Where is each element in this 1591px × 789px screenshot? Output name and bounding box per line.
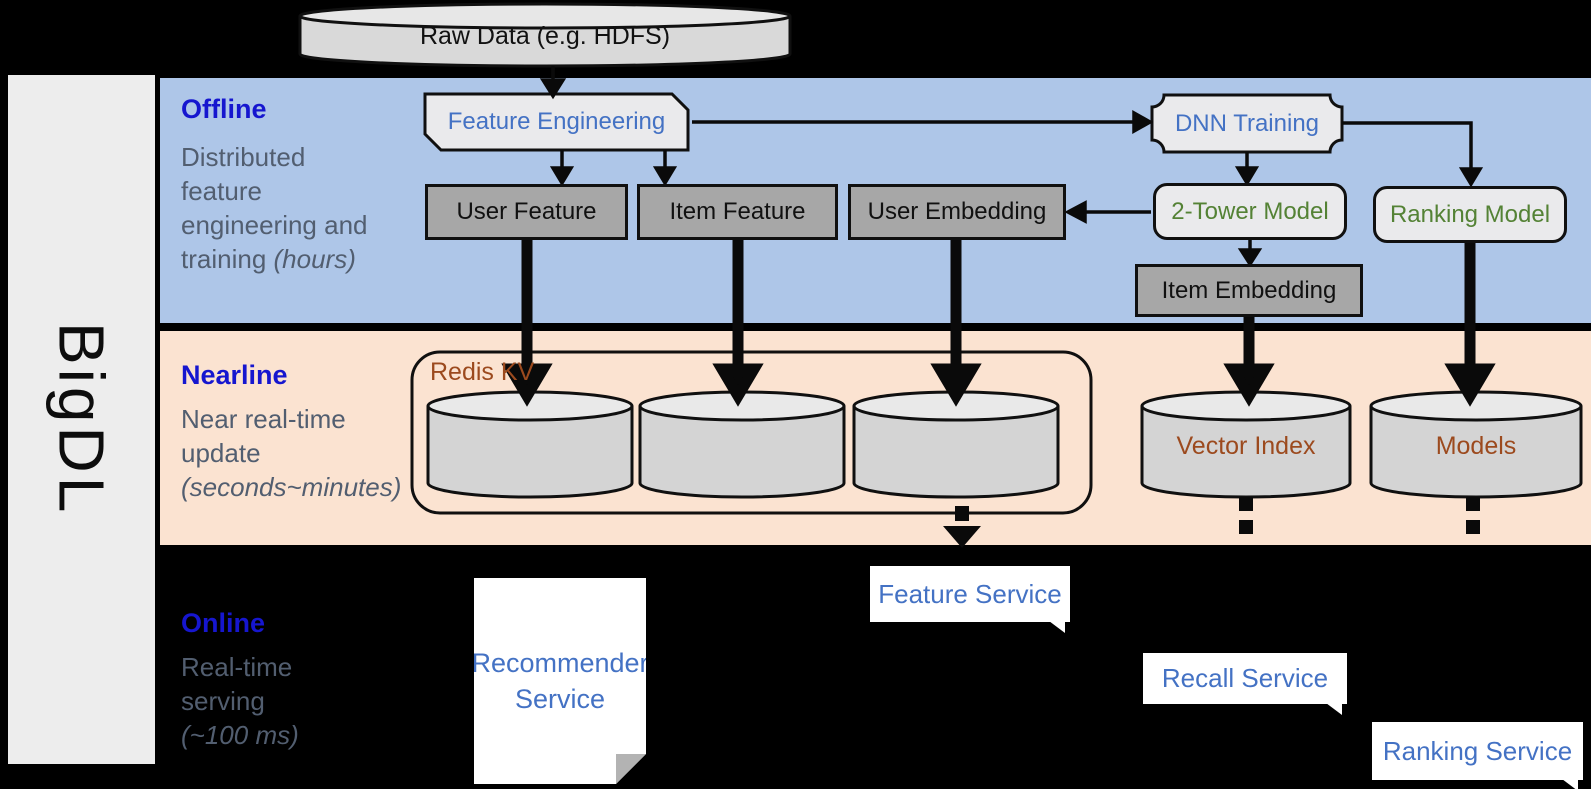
arrow-ranking-model-to-models xyxy=(1444,243,1496,407)
redis-kv-label: Redis KV xyxy=(430,358,535,386)
arrow-item-feature-to-redis xyxy=(712,240,764,407)
arrow-fe-to-item-feature xyxy=(652,150,678,187)
redis-cylinder-1 xyxy=(426,390,634,499)
dashed-arrow-redis-to-feature-service xyxy=(943,506,981,548)
arrow-fe-to-user-feature xyxy=(549,150,575,187)
online-desc-line: (~100 ms) xyxy=(181,720,299,750)
recall-service-node: Recall Service xyxy=(1143,653,1347,715)
feature-engineering-shape xyxy=(423,92,690,152)
arrow-two-tower-to-item-embedding xyxy=(1237,240,1263,268)
item-embedding-node: Item Embedding xyxy=(1135,264,1363,317)
raw-data-label: Raw Data (e.g. HDFS) xyxy=(419,21,671,50)
ranking-model-node: Ranking Model xyxy=(1373,186,1567,243)
dnn-training-shape xyxy=(1150,93,1344,154)
bigdl-sidebar: BigDL xyxy=(8,75,155,764)
arrow-dnn-to-two-tower xyxy=(1234,152,1260,187)
arrow-feature-engineering-to-dnn-training xyxy=(692,110,1154,134)
item-feature-node: Item Feature xyxy=(637,184,838,240)
user-feature-node: User Feature xyxy=(425,184,628,240)
dnn-training-node: DNN Training xyxy=(1174,109,1320,137)
offline-desc-line: training (hours) xyxy=(181,244,356,274)
ranking-service-label: Ranking Service xyxy=(1382,735,1573,766)
redis-kv-container xyxy=(410,350,1093,515)
bigdl-logo: BigDL xyxy=(45,322,118,517)
offline-desc-line: Distributed xyxy=(181,142,306,172)
nearline-description: Near real-time update (seconds~minutes) xyxy=(181,402,421,504)
vector-index-cylinder xyxy=(1140,390,1352,499)
feature-service-node: Feature Service xyxy=(870,566,1070,633)
nearline-desc-line: (seconds~minutes) xyxy=(181,472,402,502)
recommender-service-label: Recommender Service xyxy=(471,648,649,714)
offline-description: Distributed feature engineering and trai… xyxy=(181,140,411,276)
arrow-item-embedding-to-vector-index xyxy=(1223,317,1275,407)
arrow-dnn-to-ranking-model xyxy=(1342,121,1484,188)
dashed-link-models-to-ranking-service xyxy=(1466,497,1480,534)
feature-service-label: Feature Service xyxy=(878,578,1062,609)
nearline-desc-line: update xyxy=(181,438,261,468)
online-desc-line: serving xyxy=(181,686,265,716)
online-title: Online xyxy=(181,608,266,638)
online-description: Real-time serving (~100 ms) xyxy=(181,650,421,752)
models-cylinder xyxy=(1369,390,1583,499)
online-desc-line: Real-time xyxy=(181,652,293,682)
offline-title: Offline xyxy=(181,94,267,124)
raw-data-cylinder xyxy=(298,2,792,68)
models-label: Models xyxy=(1435,431,1517,460)
user-embedding-node: User Embedding xyxy=(848,184,1066,240)
two-tower-model-node: 2-Tower Model xyxy=(1153,183,1347,240)
recall-service-label: Recall Service xyxy=(1161,663,1329,693)
ranking-service-node: Ranking Service xyxy=(1372,722,1583,789)
redis-cylinder-3 xyxy=(852,390,1060,499)
offline-desc-line: engineering and xyxy=(181,210,368,240)
arrow-user-feature-to-redis xyxy=(501,240,553,407)
vector-index-label: Vector Index xyxy=(1176,431,1316,460)
feature-engineering-node: Feature Engineering xyxy=(447,108,666,135)
redis-cylinder-2 xyxy=(638,390,846,499)
offline-desc-line: feature xyxy=(181,176,262,206)
dashed-link-vector-index-to-recall-service xyxy=(1239,497,1253,534)
arrow-rawdata-to-feature-engineering xyxy=(539,66,567,100)
recommender-service-document: Recommender Service xyxy=(474,578,646,784)
callout-tail-icon xyxy=(1562,779,1578,789)
nearline-title: Nearline xyxy=(181,360,288,390)
nearline-desc-line: Near real-time xyxy=(181,404,346,434)
arrow-user-embedding-to-redis xyxy=(930,240,982,407)
arrow-two-tower-to-user-embedding xyxy=(1064,200,1151,224)
